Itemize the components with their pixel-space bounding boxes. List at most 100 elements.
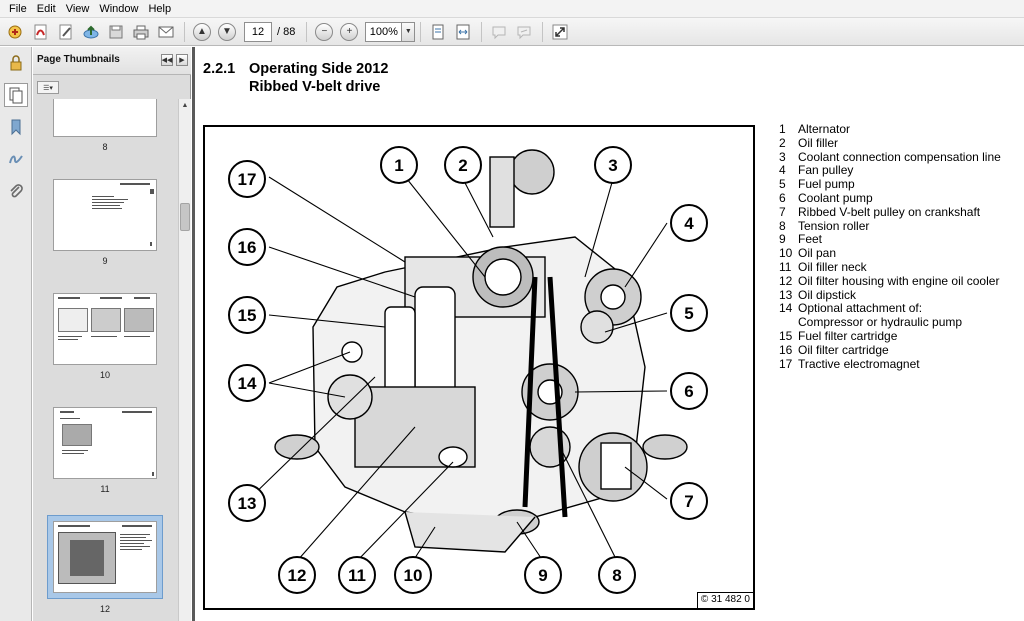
cloud-upload-icon — [83, 25, 99, 38]
menu-bar: File Edit View Window Help — [0, 0, 1024, 18]
email-button[interactable] — [154, 21, 178, 43]
callout-circle — [228, 228, 266, 266]
arrow-down-icon: ▼ — [218, 22, 236, 41]
create-pdf-button[interactable] — [4, 21, 28, 43]
collapse-panel-button[interactable]: ◀◀ — [161, 54, 173, 66]
legend-text: Oil dipstick — [798, 287, 857, 302]
callout-circle — [228, 160, 266, 198]
fit-page-button[interactable] — [426, 21, 450, 43]
legend-number: 14 — [779, 301, 793, 316]
menu-edit[interactable]: Edit — [36, 2, 56, 15]
chevron-right-icon: ▶ — [179, 57, 185, 64]
expand-button[interactable] — [548, 21, 572, 43]
edit-icon — [59, 24, 72, 39]
legend-number: 17 — [779, 356, 793, 371]
scroll-up-arrow-icon[interactable]: ▲ — [181, 102, 189, 109]
thumbnail-page-number: 8 — [102, 142, 108, 152]
zoom-select[interactable]: ▼ — [365, 21, 416, 42]
toolbar: ▲ ▼ / 88 − + ▼ — [0, 18, 1024, 46]
legend-number: 3 — [779, 149, 786, 164]
bookmark-icon — [11, 119, 21, 136]
callout-circle — [594, 146, 632, 184]
signatures-button[interactable] — [4, 147, 28, 171]
next-page-button[interactable]: ▼ — [215, 21, 239, 43]
callout-label: 1 — [394, 156, 403, 175]
callout-circle — [670, 294, 708, 332]
thumbnail-options-button[interactable]: ☰▾ — [37, 81, 59, 94]
callout-label: 2 — [458, 156, 467, 175]
save-button[interactable] — [104, 21, 128, 43]
menu-help[interactable]: Help — [148, 2, 172, 15]
print-button[interactable] — [129, 21, 153, 43]
expand-panel-button[interactable]: ▶ — [176, 54, 188, 66]
panel-title: Page Thumbnails — [37, 54, 120, 65]
callout-label: 7 — [684, 492, 693, 511]
callout-circle — [380, 146, 418, 184]
acrobat-button[interactable] — [29, 21, 53, 43]
callout-circle — [394, 556, 432, 594]
callout-label: 8 — [612, 566, 621, 585]
sign-button[interactable] — [512, 21, 536, 43]
zoom-out-button[interactable]: − — [312, 21, 336, 43]
double-chevron-left-icon: ◀◀ — [161, 57, 173, 64]
comment-button[interactable] — [487, 21, 511, 43]
legend-text: Oil filter cartridge — [798, 342, 889, 357]
callout-label: 12 — [288, 566, 307, 585]
toolbar-separator — [306, 21, 308, 42]
thumbnail-page-number: 11 — [100, 484, 110, 494]
legend-number: 5 — [779, 177, 786, 192]
legend-number — [779, 316, 798, 330]
legend-text: Oil filler neck — [798, 259, 867, 274]
page-thumbnails-button[interactable] — [4, 83, 28, 107]
pages-icon — [9, 87, 23, 104]
callout-circle — [228, 484, 266, 522]
fit-width-button[interactable] — [451, 21, 475, 43]
menu-view[interactable]: View — [65, 2, 90, 15]
zoom-input[interactable] — [365, 21, 402, 42]
figure-code: © 31 482 0 — [696, 592, 753, 608]
page-number-input[interactable] — [244, 21, 272, 42]
legend-text: Optional attachment of: — [798, 301, 923, 316]
menu-window[interactable]: Window — [99, 2, 139, 15]
callout-circle — [670, 372, 708, 410]
attachments-button[interactable] — [4, 179, 28, 203]
callout-circle — [278, 556, 316, 594]
legend-number: 2 — [779, 135, 786, 150]
edit-button[interactable] — [54, 21, 78, 43]
zoom-in-button[interactable]: + — [337, 21, 361, 43]
signature-icon — [9, 155, 23, 164]
lock-button[interactable] — [4, 51, 28, 75]
previous-page-button[interactable]: ▲ — [190, 21, 214, 43]
chevron-down-icon[interactable]: ▼ — [401, 21, 416, 42]
section-subtitle: Ribbed V-belt drive — [249, 79, 381, 95]
callout-label: 5 — [684, 304, 693, 323]
thumbnail-scrollbar[interactable]: ▲ — [178, 99, 191, 621]
callout-circle — [228, 296, 266, 334]
legend-text: Fuel filter cartridge — [798, 328, 898, 343]
callout-label: 4 — [684, 214, 694, 233]
bookmarks-button[interactable] — [4, 115, 28, 139]
legend-number: 1 — [779, 122, 786, 136]
share-button[interactable] — [79, 21, 103, 43]
callout-label: 10 — [404, 566, 423, 585]
legend-number: 7 — [779, 204, 786, 219]
legend-number: 12 — [779, 273, 793, 288]
scrollbar-thumb[interactable] — [180, 203, 190, 231]
menu-file[interactable]: File — [9, 2, 27, 15]
thumbnail-page-number: 12 — [99, 604, 110, 614]
callout-label: 15 — [238, 306, 257, 325]
